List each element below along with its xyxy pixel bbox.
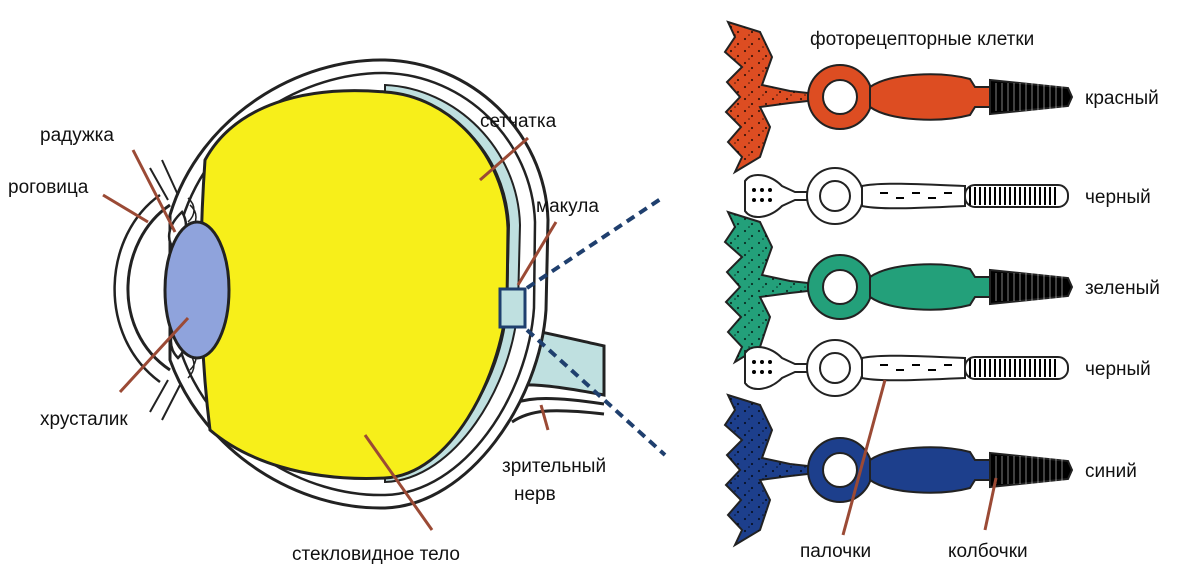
cell-nucleus [823, 270, 857, 304]
vitreous-label: стекловидное тело [292, 544, 460, 565]
lens-label: хрусталик [40, 409, 128, 430]
macula-label: макула [536, 196, 599, 217]
cell-row-cone: зеленый [725, 212, 1160, 362]
cell-row-label: красный [1085, 88, 1159, 109]
rod-base [745, 175, 808, 217]
inner-segment [870, 264, 990, 309]
cell-rows: красный черный зеленый черный синий [725, 22, 1160, 545]
optic-nerve-pointer [541, 405, 548, 430]
rod-inner-segment [862, 356, 965, 381]
cell-row-rod: черный [745, 168, 1151, 224]
cell-row-label: зеленый [1085, 278, 1160, 299]
rod-nucleus [820, 181, 850, 211]
eye-diagram: радужка роговица хрусталик сетчатка маку… [8, 60, 665, 565]
cell-row-label: черный [1085, 359, 1151, 380]
cell-row-rod: черный [745, 340, 1151, 396]
iris-label: радужка [40, 125, 114, 146]
retina-label: сетчатка [480, 111, 557, 132]
optic-nerve-label-line1: зрительный [502, 456, 606, 477]
cell-row-cone: синий [725, 395, 1137, 545]
rod-base [745, 347, 808, 389]
cones-label: колбочки [948, 541, 1028, 562]
cell-nucleus [823, 453, 857, 487]
inner-segment [870, 447, 990, 492]
rod-inner-segment [862, 184, 965, 209]
photoreceptor-diagram: фоторецепторные клетки красный черный зеле… [725, 22, 1160, 562]
cell-row-label: черный [1085, 187, 1151, 208]
cell-row-label: синий [1085, 461, 1137, 482]
rods-label: палочки [800, 541, 871, 562]
rod-nucleus [820, 353, 850, 383]
optic-nerve-label-line2: нерв [514, 484, 556, 505]
cell-nucleus [823, 80, 857, 114]
lens [165, 222, 229, 358]
inner-segment [870, 74, 990, 119]
cornea-pointer [103, 195, 148, 222]
macula-box [500, 289, 525, 327]
vitreous-body [201, 91, 508, 479]
cornea-label: роговица [8, 177, 89, 198]
photoreceptors-title: фоторецепторные клетки [810, 29, 1034, 50]
